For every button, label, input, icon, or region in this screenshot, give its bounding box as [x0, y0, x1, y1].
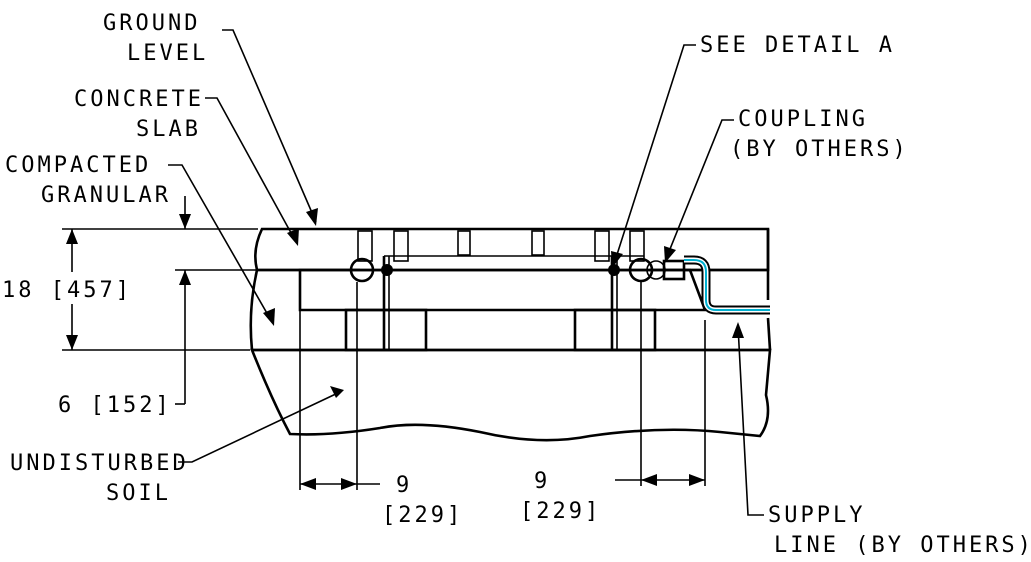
- svg-text:COMPACTED: COMPACTED: [5, 153, 151, 178]
- label-compacted-granular: COMPACTED GRANULAR: [5, 153, 171, 208]
- leg-left: [344, 308, 428, 352]
- svg-text:[229]: [229]: [382, 503, 463, 528]
- label-coupling: COUPLING (BY OTHERS): [730, 107, 909, 162]
- dim-overall-depth: 18 [457]: [2, 278, 132, 303]
- label-supply-line: SUPPLY LINE (BY OTHERS): [768, 503, 1031, 558]
- label-undisturbed-soil: UNDISTURBED SOIL: [10, 451, 189, 506]
- slab-channel: [360, 256, 650, 270]
- svg-text:LEVEL: LEVEL: [127, 41, 208, 66]
- svg-text:COUPLING: COUPLING: [738, 107, 868, 132]
- leader-lines: [168, 29, 764, 516]
- supply-pipe: [684, 255, 770, 315]
- granular-layer: [249, 229, 772, 352]
- base-frame: [298, 268, 707, 312]
- svg-text:[229]: [229]: [520, 499, 601, 524]
- label-see-detail: SEE DETAIL A: [700, 33, 895, 58]
- svg-text:SUPPLY: SUPPLY: [768, 503, 865, 528]
- svg-text:GRANULAR: GRANULAR: [41, 183, 171, 208]
- leg-right: [573, 308, 657, 352]
- dimension-lines: [62, 196, 706, 490]
- svg-text:9: 9: [396, 473, 412, 498]
- anchor-pockets: [357, 230, 645, 262]
- dim-right-offset: 9 [229]: [520, 469, 601, 524]
- svg-text:SOIL: SOIL: [106, 481, 171, 506]
- svg-text:CONCRETE: CONCRETE: [74, 87, 204, 112]
- svg-text:LINE (BY OTHERS): LINE (BY OTHERS): [774, 533, 1031, 558]
- label-concrete-slab: CONCRETE SLAB: [74, 87, 204, 142]
- svg-text:(BY OTHERS): (BY OTHERS): [730, 137, 909, 162]
- svg-text:GROUND: GROUND: [103, 11, 200, 36]
- dim-left-offset: 9 [229]: [382, 473, 463, 528]
- label-ground-level: GROUND LEVEL: [103, 11, 208, 66]
- svg-text:UNDISTURBED: UNDISTURBED: [10, 451, 189, 476]
- svg-text:9: 9: [534, 469, 550, 494]
- coupling: [662, 259, 686, 281]
- svg-text:SLAB: SLAB: [136, 117, 201, 142]
- dim-granular-depth: 6 [152]: [58, 393, 172, 418]
- soil-region: [250, 348, 772, 442]
